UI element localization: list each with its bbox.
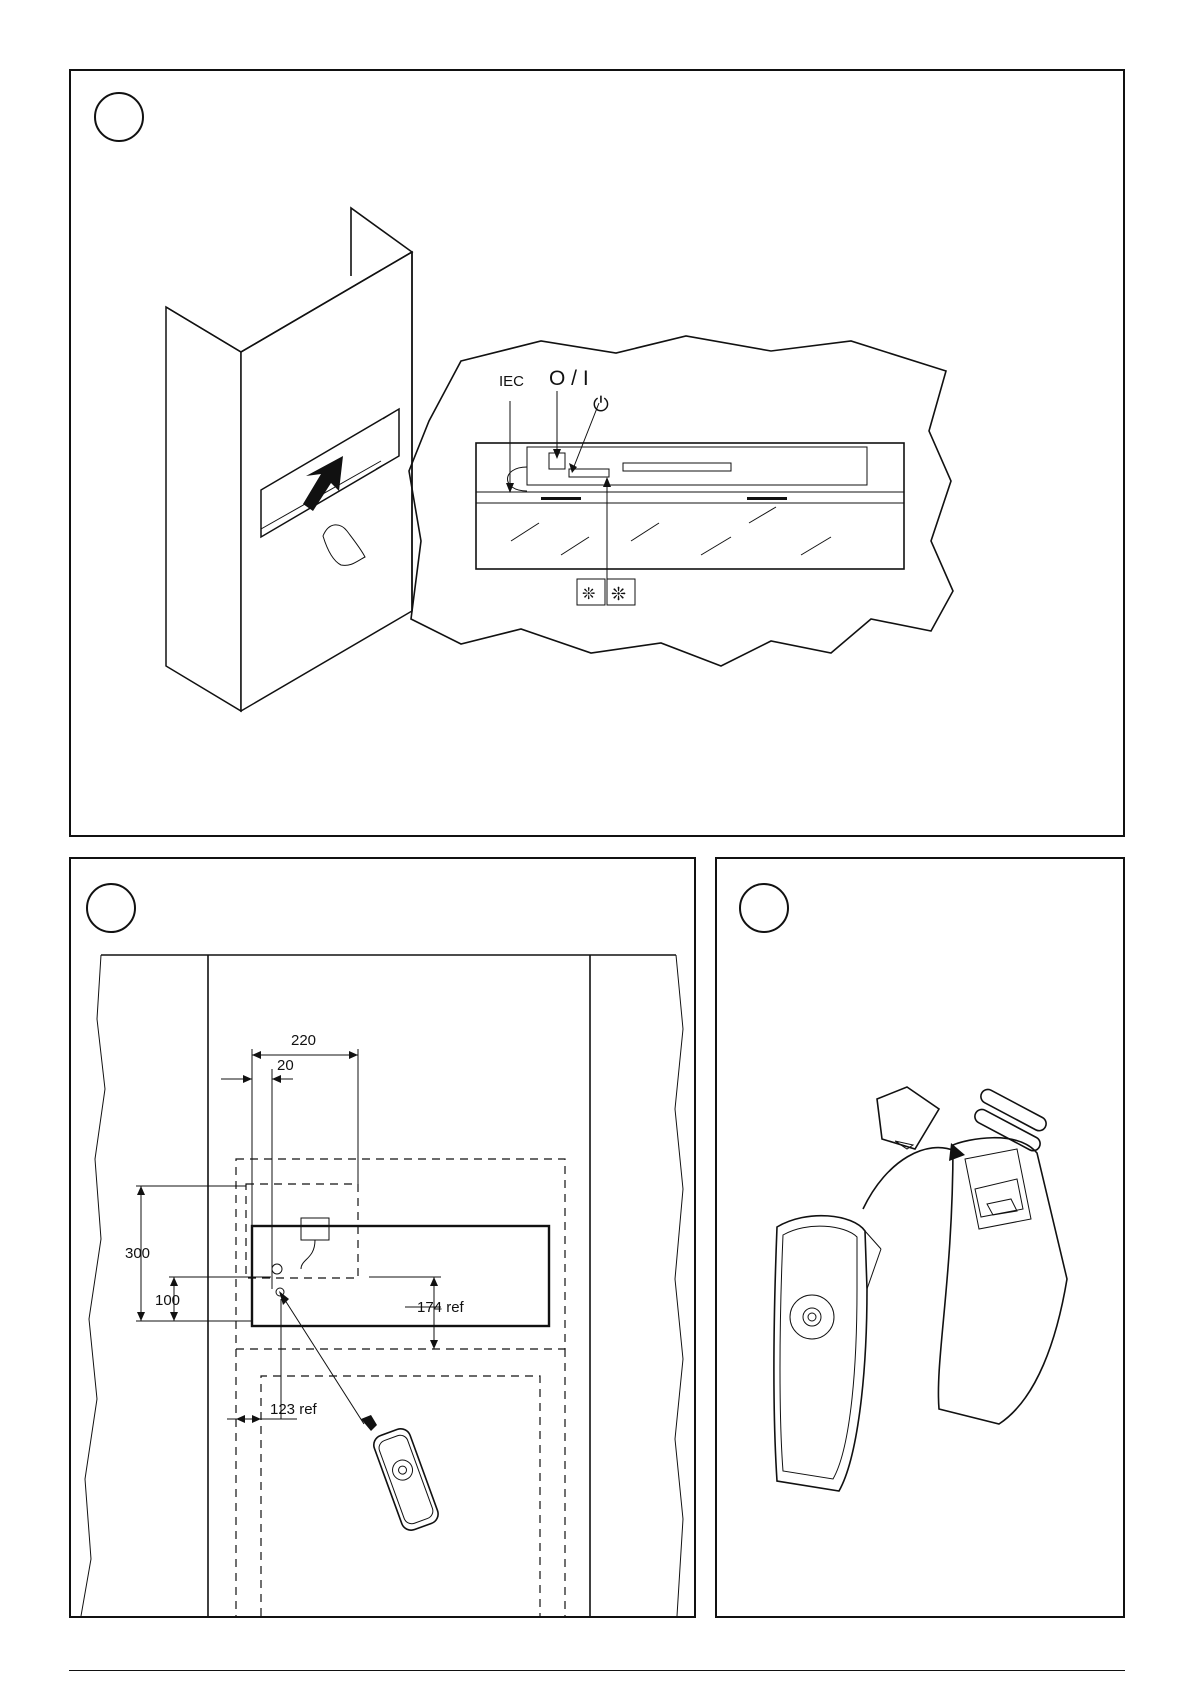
remote-back-open bbox=[938, 1138, 1067, 1424]
power-symbol-label: ⏻ bbox=[593, 394, 609, 416]
panel-battery-install bbox=[715, 857, 1125, 1618]
detail-callout-outline bbox=[409, 336, 953, 666]
dim-123-ref: 123 ref bbox=[270, 1401, 318, 1418]
fireplace-unit bbox=[476, 443, 904, 569]
iec-label: IEC bbox=[499, 373, 524, 390]
dim-174-ref: 174 ref bbox=[417, 1299, 465, 1316]
remote-front bbox=[774, 1216, 881, 1491]
battery-cover bbox=[877, 1087, 939, 1149]
connection-illustration: IEC O / I ⏻ ❊ ❊ bbox=[71, 71, 1123, 835]
switch-label: O / I bbox=[549, 367, 589, 390]
insert-arrow bbox=[863, 1148, 955, 1209]
remote-small bbox=[371, 1426, 441, 1533]
cabinet-drawing bbox=[166, 208, 412, 711]
panel-connection: IEC O / I ⏻ ❊ ❊ bbox=[69, 69, 1125, 837]
fan-low-icon: ❊ bbox=[582, 586, 595, 603]
panel-receiver-position: 220 20 300 100 174 ref 123 ref bbox=[69, 857, 696, 1618]
dim-20: 20 bbox=[277, 1057, 294, 1074]
fan-buttons: ❊ ❊ bbox=[577, 579, 635, 605]
dim-300: 300 bbox=[125, 1245, 150, 1262]
dim-220: 220 bbox=[291, 1032, 316, 1049]
battery-install-illustration bbox=[717, 859, 1123, 1616]
receiver-dimension-drawing: 220 20 300 100 174 ref 123 ref bbox=[71, 859, 694, 1616]
dim-100: 100 bbox=[155, 1292, 180, 1309]
fan-high-icon: ❊ bbox=[611, 584, 626, 604]
page-bottom-rule bbox=[69, 1670, 1125, 1671]
batteries bbox=[972, 1087, 1048, 1153]
